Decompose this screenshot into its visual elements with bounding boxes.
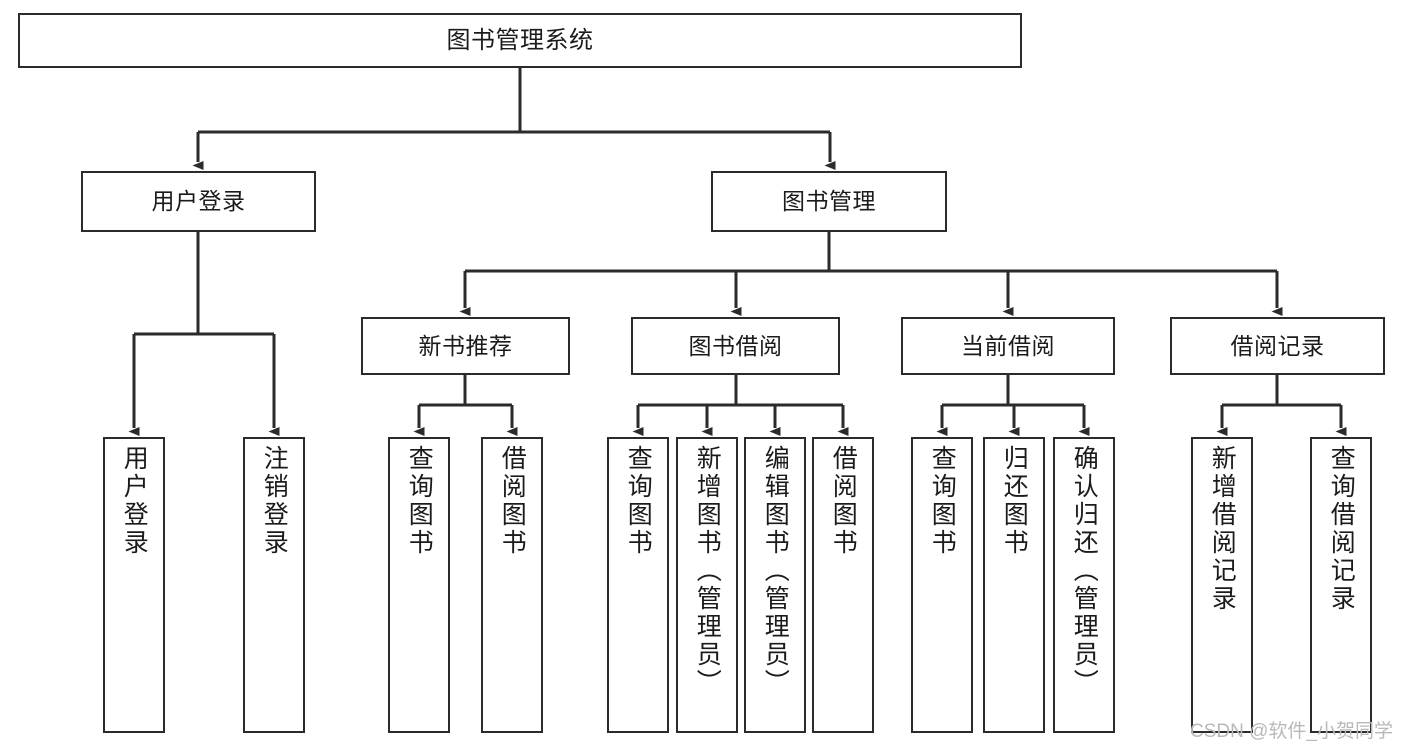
node-leaf-return-book-label: 归还图书 [1000,445,1029,557]
node-borrow-record[interactable]: 借阅记录 [1170,317,1385,375]
node-root-label: 图书管理系统 [446,26,594,54]
node-leaf-query-book-3-label: 查询图书 [928,445,957,557]
node-leaf-borrow-book-2-label: 借阅图书 [829,445,858,557]
node-leaf-query-book-1-label: 查询图书 [405,445,434,557]
node-book-borrow-label: 图书借阅 [688,332,783,359]
node-borrow-record-label: 借阅记录 [1230,332,1325,359]
node-leaf-query-book-1[interactable]: 查询图书 [388,437,450,733]
node-current-borrow-label: 当前借阅 [961,332,1055,359]
node-leaf-query-book-3[interactable]: 查询图书 [911,437,973,733]
node-leaf-borrow-book-2[interactable]: 借阅图书 [812,437,874,733]
node-leaf-user-login-label: 用户登录 [120,445,149,557]
node-leaf-return-book[interactable]: 归还图书 [983,437,1045,733]
node-leaf-add-record[interactable]: 新增借阅记录 [1191,437,1253,733]
node-leaf-logout-label: 注销登录 [260,445,289,557]
node-leaf-borrow-book-1[interactable]: 借阅图书 [481,437,543,733]
node-leaf-query-book-2-label: 查询图书 [624,445,653,557]
node-leaf-query-book-2[interactable]: 查询图书 [607,437,669,733]
node-leaf-logout[interactable]: 注销登录 [243,437,305,733]
node-new-book-rec-label: 新书推荐 [418,332,513,359]
node-leaf-add-book[interactable]: 新增图书（管理员） [676,437,738,733]
node-leaf-add-book-label: 新增图书（管理员） [693,445,722,697]
node-user-login[interactable]: 用户登录 [81,171,316,232]
node-current-borrow[interactable]: 当前借阅 [901,317,1115,375]
node-leaf-confirm-return-label: 确认归还（管理员） [1070,445,1099,697]
csdn-watermark: CSDN @软件_小贺同学 [1190,721,1393,742]
node-user-login-label: 用户登录 [151,188,246,215]
node-leaf-edit-book[interactable]: 编辑图书（管理员） [744,437,806,733]
node-leaf-add-record-label: 新增借阅记录 [1208,445,1237,613]
node-leaf-query-record[interactable]: 查询借阅记录 [1310,437,1372,733]
node-leaf-borrow-book-1-label: 借阅图书 [498,445,527,557]
node-book-manage[interactable]: 图书管理 [711,171,947,232]
node-new-book-rec[interactable]: 新书推荐 [361,317,570,375]
node-leaf-confirm-return[interactable]: 确认归还（管理员） [1053,437,1115,733]
node-leaf-edit-book-label: 编辑图书（管理员） [761,445,790,697]
node-leaf-user-login[interactable]: 用户登录 [103,437,165,733]
node-book-manage-label: 图书管理 [782,188,876,215]
node-book-borrow[interactable]: 图书借阅 [631,317,840,375]
node-root[interactable]: 图书管理系统 [18,13,1022,68]
node-leaf-query-record-label: 查询借阅记录 [1327,445,1356,613]
